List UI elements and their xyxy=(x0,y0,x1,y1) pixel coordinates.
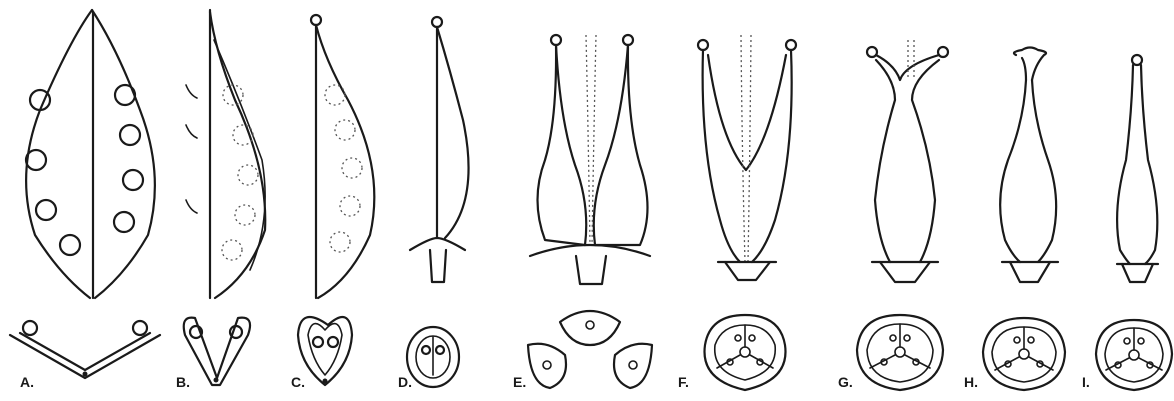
carpel-g-side-view xyxy=(867,40,948,282)
carpel-h-side-view xyxy=(1000,48,1058,283)
label-b: B. xyxy=(176,375,190,389)
carpel-f-cross-section xyxy=(705,315,786,390)
carpel-i-side-view xyxy=(1117,55,1158,282)
carpel-f-side-view xyxy=(698,35,796,280)
carpel-c-side-view xyxy=(311,15,374,298)
carpel-e-side-view xyxy=(530,35,650,284)
label-c: C. xyxy=(291,375,305,389)
carpel-i-cross-section xyxy=(1096,320,1172,390)
label-h: H. xyxy=(964,375,978,389)
carpel-a-side-view xyxy=(26,10,155,298)
label-a: A. xyxy=(20,375,34,389)
carpel-d-side-view xyxy=(410,17,469,282)
carpel-c-cross-section xyxy=(298,317,352,385)
label-g: G. xyxy=(838,375,853,389)
carpel-b-side-view xyxy=(186,10,265,298)
label-f: F. xyxy=(678,375,689,389)
carpel-b-cross-section xyxy=(184,318,250,385)
carpel-e-cross-section xyxy=(528,311,652,388)
label-e: E. xyxy=(513,375,526,389)
label-d: D. xyxy=(398,375,412,389)
label-i: I. xyxy=(1082,375,1090,389)
carpel-d-cross-section xyxy=(407,327,459,387)
carpel-a-cross-section xyxy=(10,321,160,378)
carpel-h-cross-section xyxy=(983,318,1065,390)
carpel-g-cross-section xyxy=(857,315,943,390)
